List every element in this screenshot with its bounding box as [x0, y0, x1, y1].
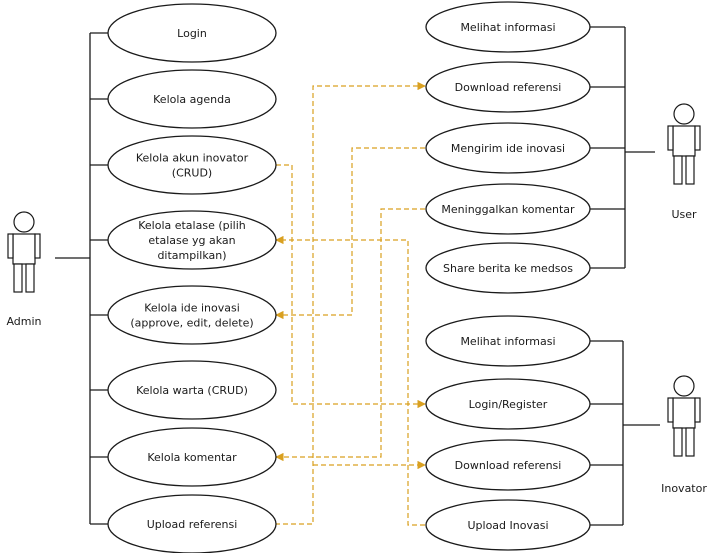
use-case-label: (CRUD) — [172, 167, 212, 180]
actor-label: User — [671, 208, 697, 221]
use-case-ellipse — [107, 427, 277, 487]
actor-left-leg — [673, 427, 683, 457]
actor-left-arm — [667, 397, 674, 423]
use-case-ellipse — [425, 499, 591, 551]
use-case-ellipse — [107, 135, 277, 195]
use-case-admin-1: Login — [107, 3, 277, 63]
dep-komentar-to-kelola-komentar — [275, 208, 425, 462]
use-case-label: etalase yg akan — [148, 234, 235, 247]
relationship-dashed-lines — [275, 81, 426, 526]
use-case-ellipse — [425, 122, 591, 174]
actor-head — [673, 103, 695, 125]
actor-right-leg — [685, 155, 695, 185]
use-case-admin-2: Kelola agenda — [107, 69, 277, 129]
use-case-inovator-3: Download referensi — [425, 439, 591, 491]
use-case-admin-5: Kelola ide inovasi (approve, edit, delete… — [107, 285, 277, 345]
actor-right-arm — [694, 397, 701, 423]
use-case-label: Upload referensi — [147, 518, 238, 531]
use-case-ellipse — [425, 183, 591, 235]
actor-body — [672, 125, 696, 157]
actor-left-arm — [667, 125, 674, 151]
actor-head — [673, 375, 695, 397]
actor-right-arm — [694, 125, 701, 151]
dep-kirim-ide-to-kelola-ide — [275, 147, 425, 320]
actor-right-arm — [34, 233, 41, 259]
use-case-label: Melihat informasi — [460, 21, 555, 34]
actor-inovator: Inovator — [661, 375, 707, 495]
use-case-label: Upload Inovasi — [467, 519, 548, 532]
use-case-label: Kelola akun inovator — [136, 152, 249, 165]
use-case-ellipse — [425, 439, 591, 491]
use-case-label: Kelola komentar — [147, 451, 237, 464]
actor-label: Admin — [6, 315, 41, 328]
use-case-ellipse — [107, 69, 277, 129]
use-case-user-4: Meninggalkan komentar — [425, 183, 591, 235]
use-case-label: Download referensi — [455, 459, 562, 472]
use-case-ellipse — [425, 242, 591, 294]
use-case-label: Melihat informasi — [460, 335, 555, 348]
actor-right-leg — [685, 427, 695, 457]
actor-label: Inovator — [661, 482, 707, 495]
use-case-user-3: Mengirim ide inovasi — [425, 122, 591, 174]
use-case-label: Login — [177, 27, 207, 40]
dep-akun-to-login-register — [276, 164, 426, 409]
dep-upload-inovasi-to-etalase — [275, 235, 425, 526]
use-case-admin-7: Kelola komentar — [107, 427, 277, 487]
use-case-label: Share berita ke medsos — [443, 262, 573, 275]
use-case-admin-8: Upload referensi — [107, 494, 277, 553]
use-case-ellipse — [425, 61, 591, 113]
use-case-ellipse — [107, 360, 277, 420]
use-case-inovator-2: Login/Register — [425, 378, 591, 430]
use-case-label: Kelola ide inovasi — [144, 302, 240, 315]
use-case-ellipse — [425, 1, 591, 53]
use-case-admin-6: Kelola warta (CRUD) — [107, 360, 277, 420]
use-case-ellipse — [107, 285, 277, 345]
use-case-label: Meninggalkan komentar — [441, 203, 575, 216]
actor-connector-lines — [55, 26, 660, 526]
actor-right-leg — [25, 263, 35, 293]
use-case-ellipse — [107, 3, 277, 63]
actor-body — [672, 397, 696, 429]
use-case-label: Kelola etalase (pilih — [138, 219, 246, 232]
actor-head — [13, 211, 35, 233]
use-case-label: (approve, edit, delete) — [130, 317, 253, 330]
use-case-label: Kelola warta (CRUD) — [136, 384, 248, 397]
use-case-ellipse — [107, 210, 277, 270]
use-case-ellipse — [107, 494, 277, 553]
actor-admin: Admin — [6, 211, 42, 328]
use-case-label: Download referensi — [455, 81, 562, 94]
use-case-ellipse — [425, 315, 591, 367]
use-case-label: Mengirim ide inovasi — [451, 142, 565, 155]
actor-left-leg — [13, 263, 23, 293]
dep-upload-to-download-user — [275, 81, 426, 525]
use-case-user-5: Share berita ke medsos — [425, 242, 591, 294]
actor-body — [12, 233, 36, 265]
use-case-ellipse — [425, 378, 591, 430]
use-case-inovator-1: Melihat informasi — [425, 315, 591, 367]
use-case-admin-3: Kelola akun inovator (CRUD) — [107, 135, 277, 195]
use-case-user-2: Download referensi — [425, 61, 591, 113]
use-case-admin-4: Kelola etalase (pilih etalase yg akan dita… — [107, 210, 277, 270]
actor-left-leg — [673, 155, 683, 185]
use-case-user-1: Melihat informasi — [425, 1, 591, 53]
actor-left-arm — [7, 233, 14, 259]
use-case-label: ditampilkan) — [157, 249, 226, 262]
use-case-label: Kelola agenda — [153, 93, 231, 106]
use-case-label: Login/Register — [469, 398, 548, 411]
actor-user: User — [667, 103, 701, 221]
use-case-inovator-4: Upload Inovasi — [425, 499, 591, 551]
